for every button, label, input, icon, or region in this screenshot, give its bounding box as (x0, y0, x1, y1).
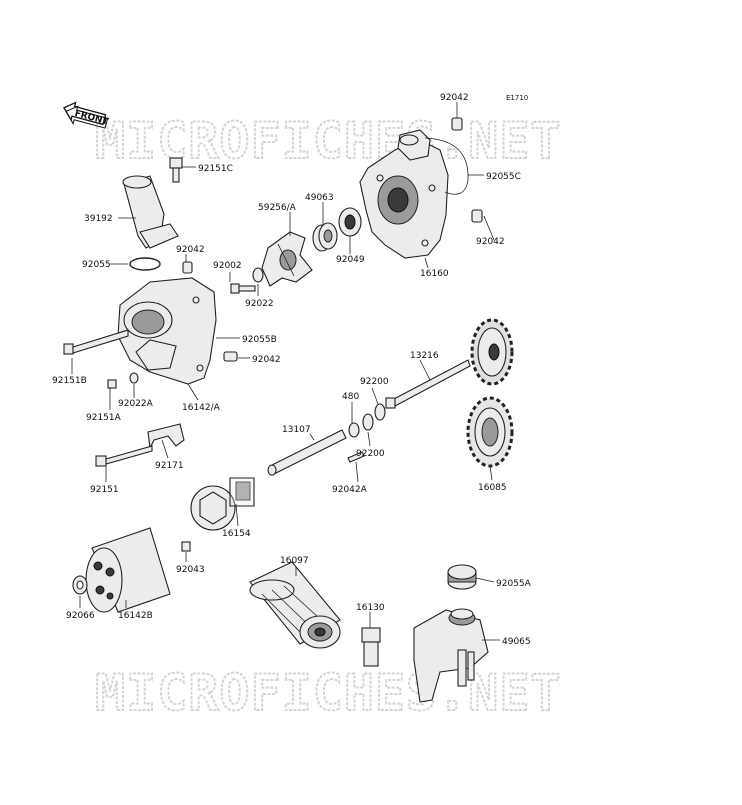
gear-13216-sprocket (470, 318, 514, 386)
label-92042-mid: 92042 (176, 245, 205, 255)
o-ring-92055 (129, 257, 161, 271)
o-ring-92066 (72, 575, 88, 595)
bolt-92151B (63, 329, 129, 355)
pin-92043 (181, 541, 191, 552)
diagram-code: E1710 (506, 94, 528, 102)
label-92200-bot: 92200 (356, 449, 385, 459)
oil-seal-92049 (338, 207, 362, 237)
label-92055B: 92055B (242, 335, 277, 345)
label-49065: 49065 (502, 637, 531, 647)
label-92055: 92055 (82, 260, 111, 270)
circlip-480 (348, 422, 360, 438)
label-92042-top: 92042 (440, 93, 469, 103)
label-13216: 13216 (410, 351, 439, 361)
label-16097: 16097 (280, 556, 309, 566)
washer-92022 (252, 267, 264, 283)
label-92200-top: 92200 (360, 377, 389, 387)
label-16142B: 16142B (118, 611, 153, 621)
label-39192: 39192 (84, 214, 113, 224)
label-16160: 16160 (420, 269, 449, 279)
dowel-pin-92042-top (451, 117, 463, 131)
watermark-bottom: MICROFICHES.NET (95, 664, 562, 722)
bolt-92002 (230, 283, 256, 294)
label-13107: 13107 (282, 425, 311, 435)
front-arrow-icon: FRONT (63, 101, 110, 129)
label-92022A: 92022A (118, 399, 154, 409)
label-92022: 92022 (245, 299, 274, 309)
oil-filter-16097 (249, 561, 341, 649)
label-92151B: 92151B (52, 376, 87, 386)
label-92171: 92171 (155, 461, 184, 471)
washer-92022A (129, 372, 139, 384)
label-92151A: 92151A (86, 413, 122, 423)
label-16154: 16154 (222, 529, 251, 539)
pump-49065 (413, 608, 489, 703)
label-92049: 92049 (336, 255, 365, 265)
label-92066: 92066 (66, 611, 95, 621)
label-92002: 92002 (213, 261, 242, 271)
label-92042-right: 92042 (476, 237, 505, 247)
label-59256A: 59256/A (258, 203, 297, 213)
pin-92042A (347, 451, 365, 463)
label-49063: 49063 (305, 193, 334, 203)
label-92043: 92043 (176, 565, 205, 575)
leader-lines (71, 102, 500, 641)
watermark-top: MICROFICHES.NET (95, 112, 562, 170)
label-92055C: 92055C (486, 172, 521, 182)
fitting-16130 (361, 627, 381, 667)
label-92055A: 92055A (496, 579, 532, 589)
label-92151C: 92151C (198, 164, 233, 174)
rotor-16154 (190, 477, 255, 531)
label-480: 480 (342, 392, 359, 402)
label-92151: 92151 (90, 485, 119, 495)
o-ring-92055C (424, 137, 469, 195)
shaft-13107 (267, 429, 347, 476)
washer-92200-top (374, 403, 386, 421)
pump-body-16142A (117, 277, 217, 385)
bolt-92151C (169, 157, 183, 183)
impeller-59256A (261, 231, 313, 287)
dowel-pin-92042-mid (182, 261, 193, 274)
pump-cover-16160 (359, 129, 449, 259)
label-92042-low: 92042 (252, 355, 281, 365)
bolt-92151 (95, 445, 153, 467)
water-pipe-39192 (122, 175, 179, 249)
dowel-pin-92042-low (223, 351, 238, 362)
label-16142A: 16142/A (182, 403, 221, 413)
label-92042A: 92042A (332, 485, 368, 495)
label-16130: 16130 (356, 603, 385, 613)
bolt-92151A (107, 379, 117, 389)
pump-shaft-13216 (385, 359, 471, 409)
mechanical-seal-49063 (312, 222, 338, 252)
gear-16085 (466, 396, 514, 468)
plug-92055A (447, 564, 477, 590)
clamp-92171 (147, 423, 185, 450)
dowel-pin-92042-right (471, 209, 483, 223)
label-16085: 16085 (478, 483, 507, 493)
washer-92200-bot (362, 413, 374, 431)
housing-16142B (85, 527, 171, 613)
